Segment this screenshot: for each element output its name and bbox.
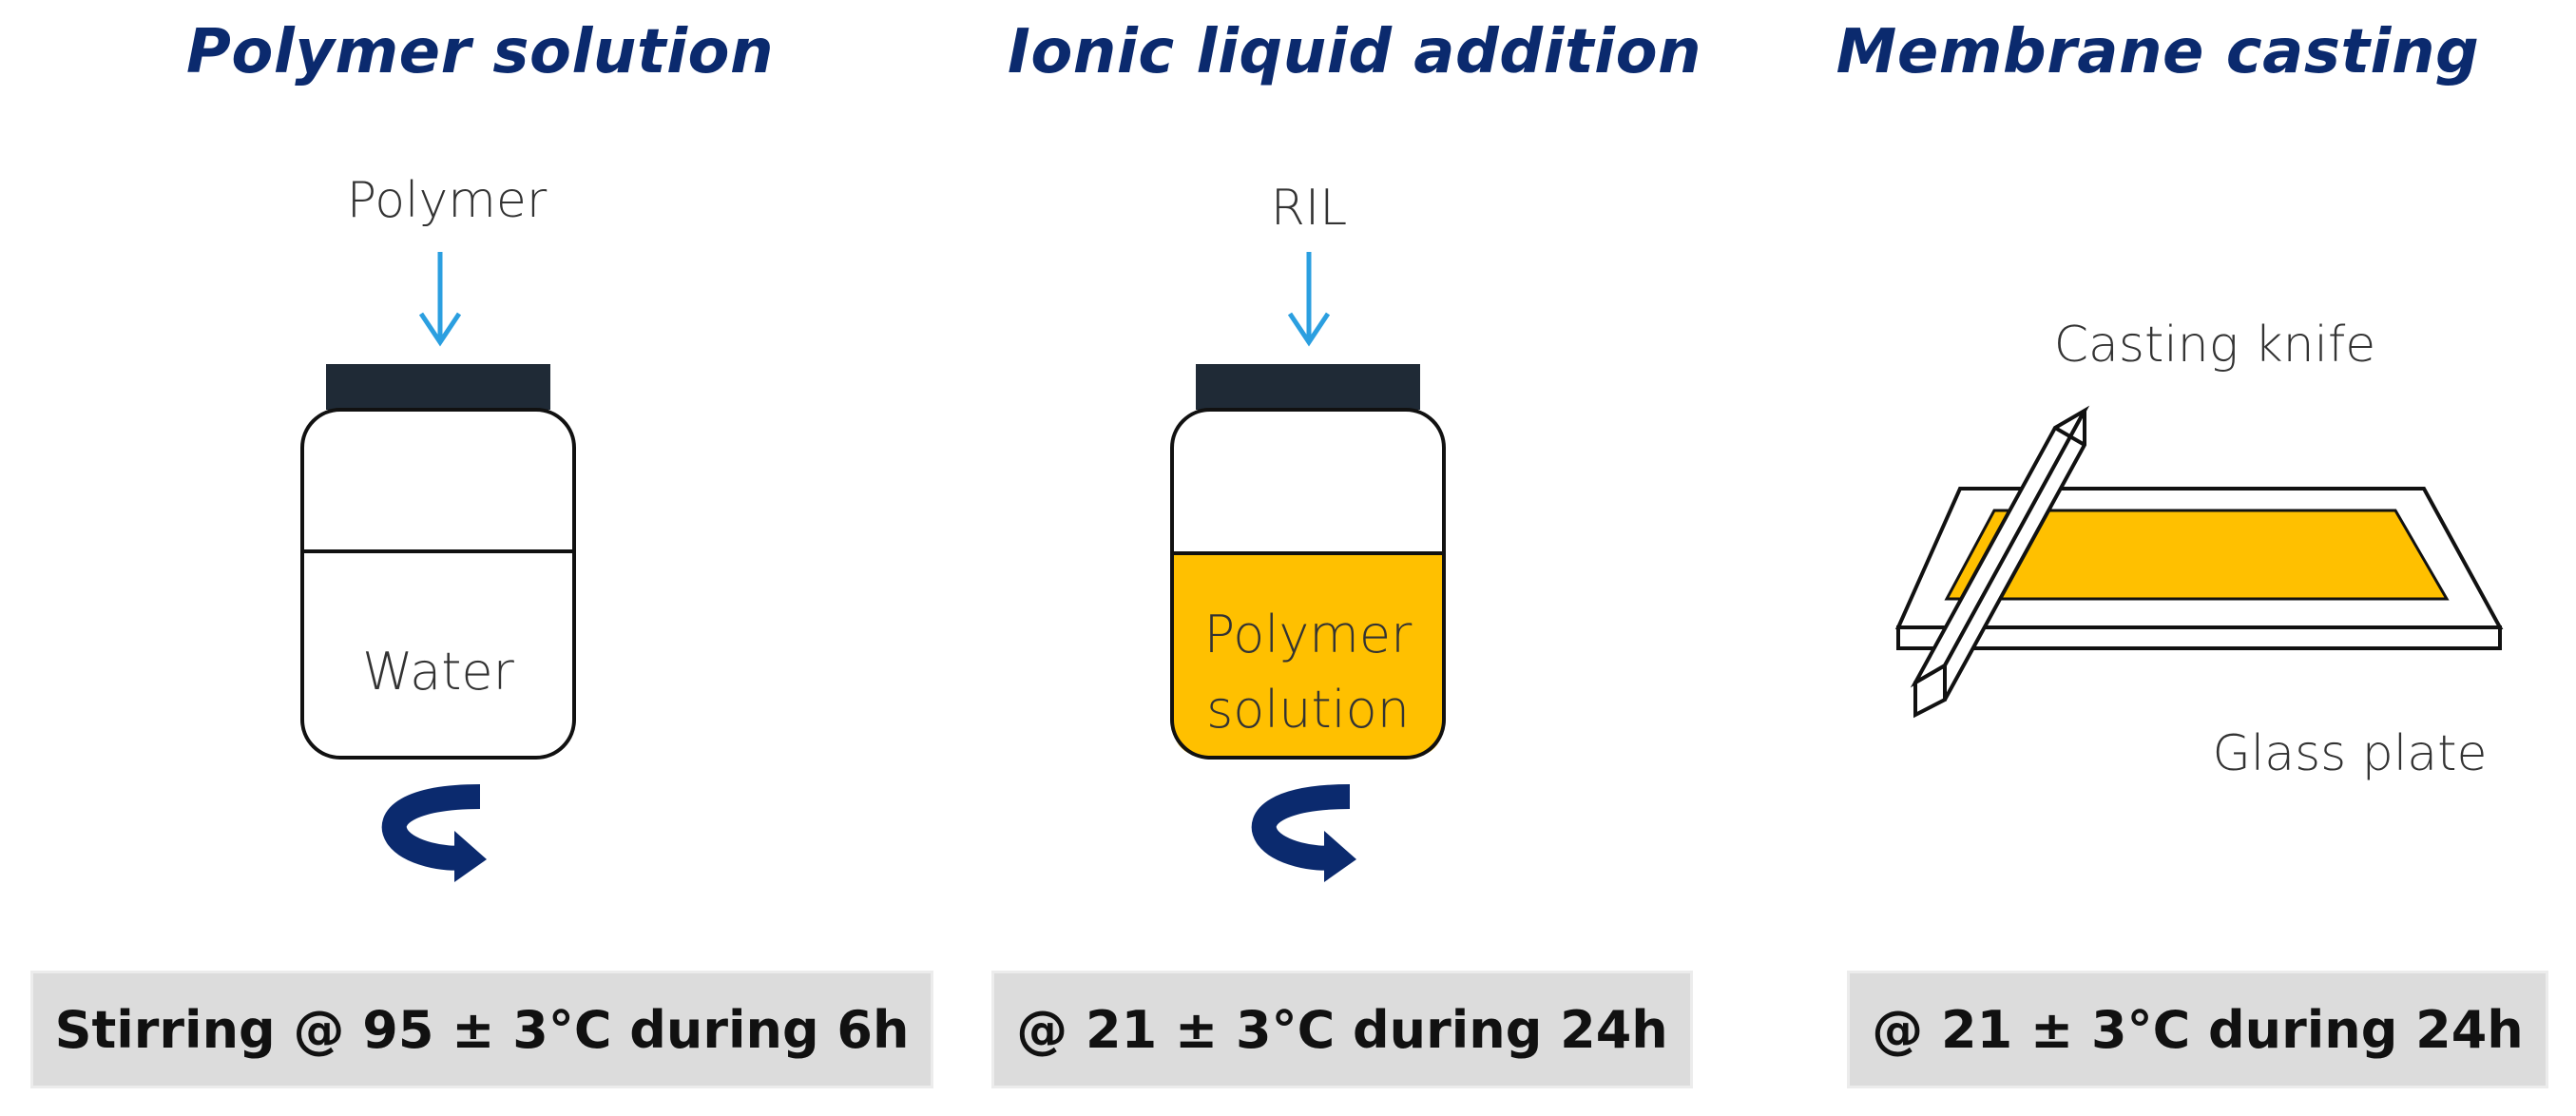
jar-body — [1170, 408, 1446, 760]
step-title-ionic-liquid-addition: Ionic liquid addition — [1008, 17, 1702, 87]
jar-content-label: Water — [362, 642, 514, 702]
step-title-polymer-solution: Polymer solution — [185, 17, 775, 87]
stirring-arrow-icon — [381, 784, 487, 882]
polymer-solution-fill — [1172, 553, 1444, 758]
jar-content-label-line1: Polymer — [1204, 605, 1413, 664]
step-title-membrane-casting: Membrane casting — [1836, 17, 2480, 87]
jar-icon: Polymer solution — [1170, 364, 1446, 760]
jar-content-label-line2: solution — [1206, 680, 1410, 740]
ril-input-label: RIL — [1271, 180, 1347, 237]
jar-body — [300, 408, 576, 760]
condition-box-step-1: Stirring @ 95 ± 3°C during 6h — [30, 971, 933, 1088]
glass-plate-label: Glass plate — [2212, 725, 2487, 782]
down-arrow-icon — [418, 252, 462, 347]
condition-box-step-3: @ 21 ± 3°C during 24h — [1847, 971, 2548, 1088]
step-3-group: Casting knife Glass plate — [1894, 317, 2504, 782]
jar-cap — [1196, 364, 1420, 410]
step-1-group: Polymer Water — [300, 172, 576, 882]
step-2-group: RIL Polymer solution — [1170, 180, 1446, 882]
jar-icon: Water — [300, 364, 576, 760]
jar-cap — [326, 364, 550, 410]
polymer-input-label: Polymer — [347, 172, 548, 229]
condition-box-step-2: @ 21 ± 3°C during 24h — [991, 971, 1693, 1088]
down-arrow-icon — [1287, 252, 1331, 347]
casting-knife-label: Casting knife — [2054, 317, 2376, 374]
stirring-arrow-icon — [1251, 784, 1356, 882]
membrane-film — [1944, 509, 2450, 601]
casting-knife-icon — [1910, 405, 2090, 719]
glass-plate-icon — [1894, 487, 2504, 650]
